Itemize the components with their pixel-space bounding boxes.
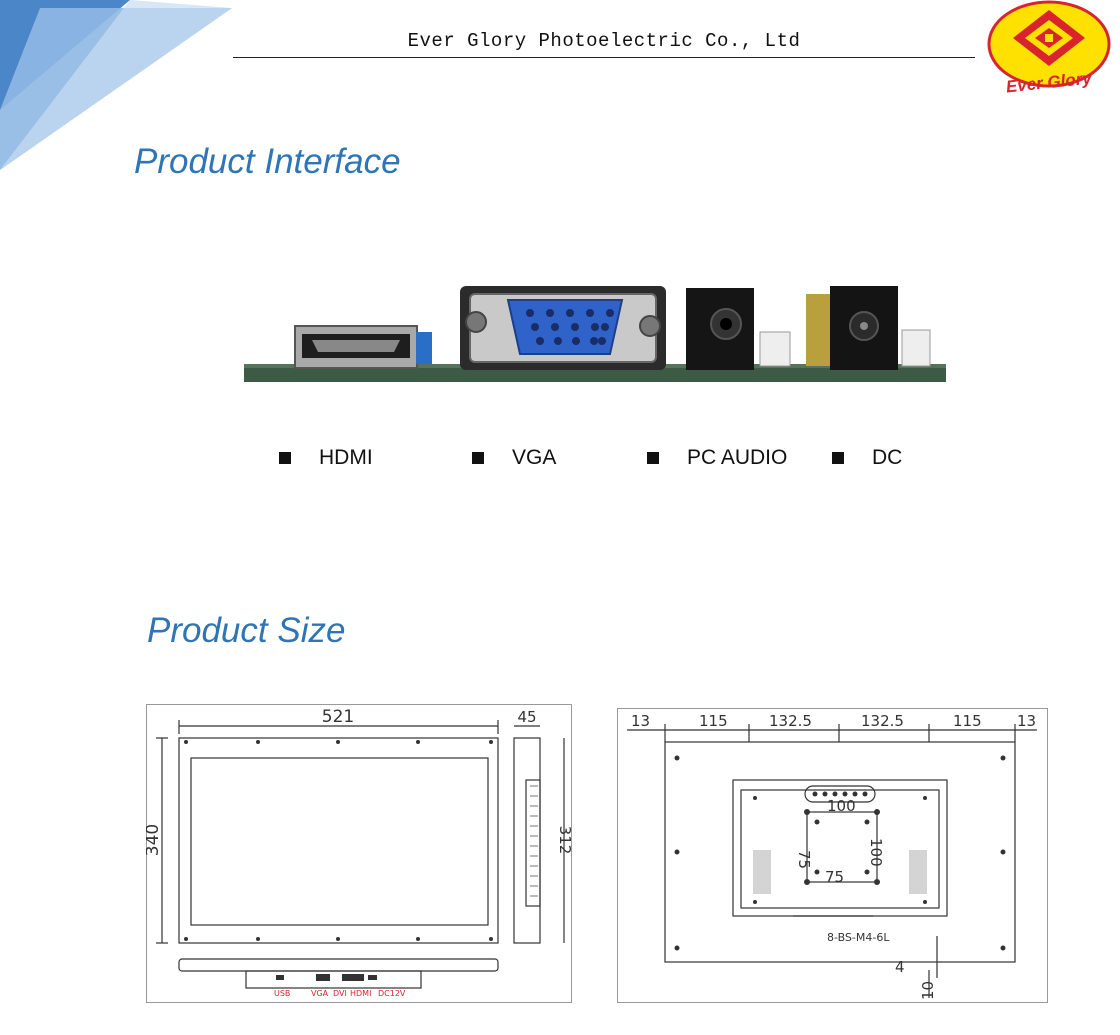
port-label-dvi: DVI [333,989,347,998]
bullet-square-icon [832,452,844,464]
legend-item-dc: DC [832,446,902,470]
section-title-size: Product Size [147,611,346,650]
legend-item-vga: VGA [472,446,556,470]
dc-port-image [806,286,931,370]
port-label-usb: USB [274,989,290,998]
dim-height: 340 [146,824,163,856]
interface-board-image [244,286,946,382]
dim-top-2: 132.5 [769,712,812,730]
dim-thickness: 10 [919,981,937,1000]
front-view-drawing: 521 45 340 312 USB VGA DVI HDMI DC12V [146,704,573,1003]
dim-top-3: 132.5 [861,712,904,730]
dim-vesa-outer: 100 [827,797,856,815]
bullet-square-icon [647,452,659,464]
back-view-drawing: 13 115 132.5 132.5 115 13 100 75 75 100 … [617,708,1048,1003]
hdmi-port-image [294,325,432,369]
dim-vesa-inner: 75 [825,868,844,886]
dim-vesa-inner-v: 75 [795,850,813,869]
port-label-hdmi: HDMI [350,989,371,998]
dim-top-1: 115 [699,712,728,730]
header-rule [233,57,975,58]
legend-item-hdmi: HDMI [279,446,373,470]
legend-item-pc-audio: PC AUDIO [647,446,787,470]
corner-decoration [0,0,232,170]
dim-depth: 45 [517,708,536,726]
screw-note: 8-BS-M4-6L [827,931,890,944]
bullet-square-icon [279,452,291,464]
legend-label: VGA [512,446,557,469]
dim-side-height: 312 [556,826,573,855]
dim-top-4: 115 [953,712,982,730]
ever-glory-logo: Ever Glory [987,0,1111,96]
dim-width: 521 [322,707,354,727]
legend-label: DC [872,446,903,469]
company-header: Ever Glory Photoelectric Co., Ltd [407,30,801,52]
audio-port-image [686,288,791,370]
dim-top-5: 13 [1017,712,1036,730]
dim-top-0: 13 [631,712,650,730]
legend-label: HDMI [319,446,373,469]
dim-edge: 4 [895,958,905,976]
bullet-square-icon [472,452,484,464]
vga-port-image [460,286,666,370]
dim-vesa-outer-v: 100 [867,838,885,867]
port-label-vga: VGA [311,989,329,998]
section-title-interface: Product Interface [134,142,401,181]
legend-label: PC AUDIO [687,446,788,469]
port-label-dc12v: DC12V [378,989,406,998]
